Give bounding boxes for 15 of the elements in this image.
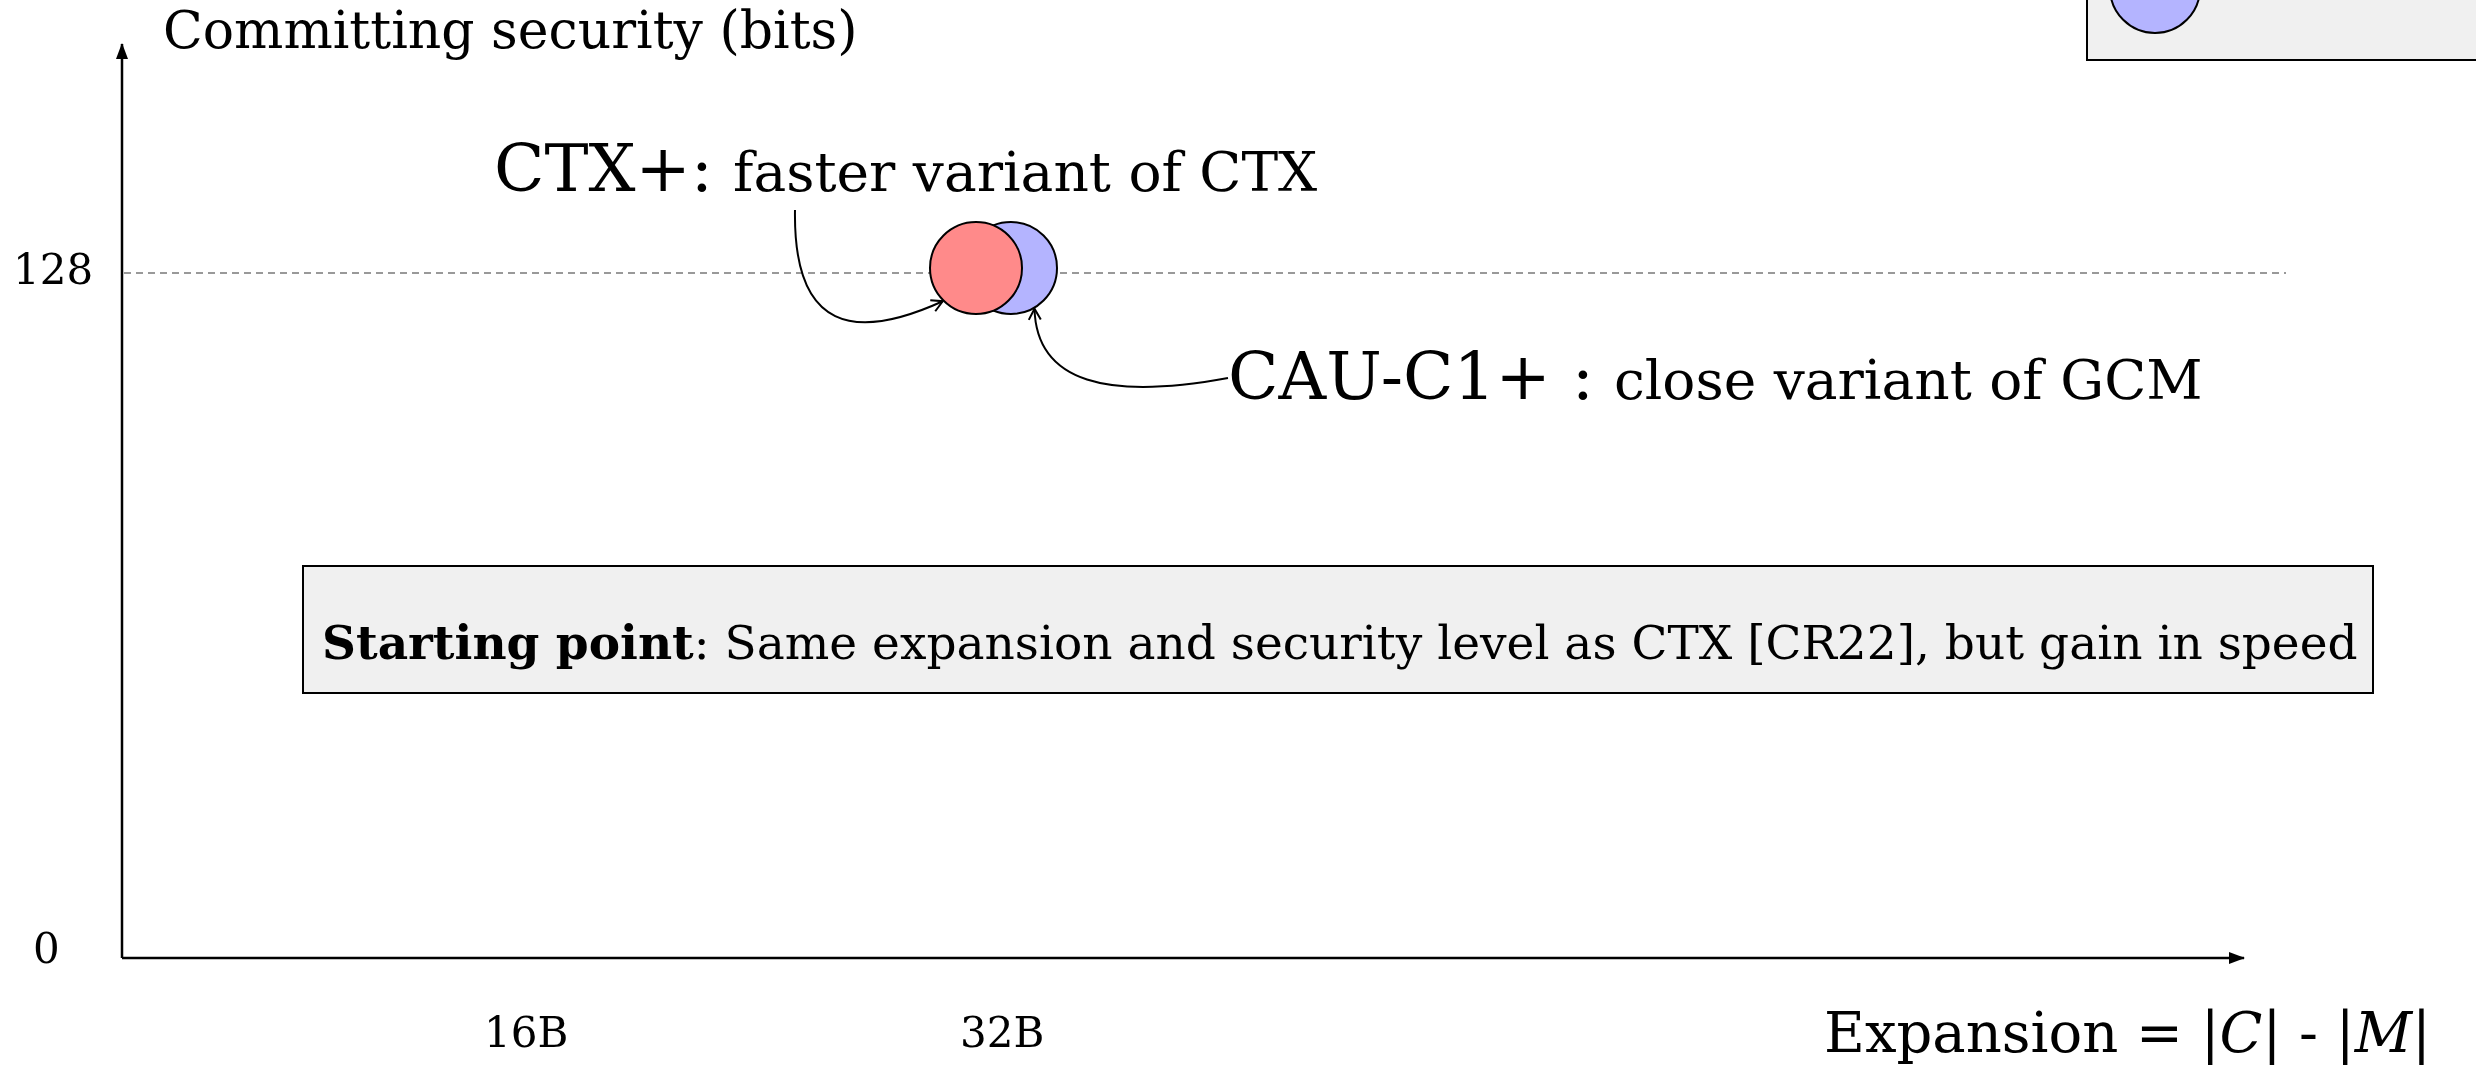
tick-label: 0 [33, 924, 60, 973]
arrow [1028, 307, 1229, 388]
axis-title: Expansion = |C| - |M| [1824, 1000, 2431, 1065]
callout-text: close variant of GCM [1613, 348, 2203, 412]
axis-title: Committing security (bits) [163, 0, 858, 60]
tick-label: 32B [960, 1008, 1045, 1057]
callout-title: CTX+: [494, 130, 714, 207]
data-point-marker [929, 221, 1023, 315]
tick-label: 128 [13, 245, 94, 294]
note-box [302, 565, 2374, 694]
tick-label: 16B [484, 1008, 569, 1057]
note-text: Starting point: Same expansion and security level as CTX [CR22], but gain in speed [322, 615, 2358, 670]
arrow [794, 209, 944, 324]
callout-title: CAU-C1+ : [1228, 338, 1594, 415]
callout-text: faster variant of CTX [733, 140, 1318, 204]
